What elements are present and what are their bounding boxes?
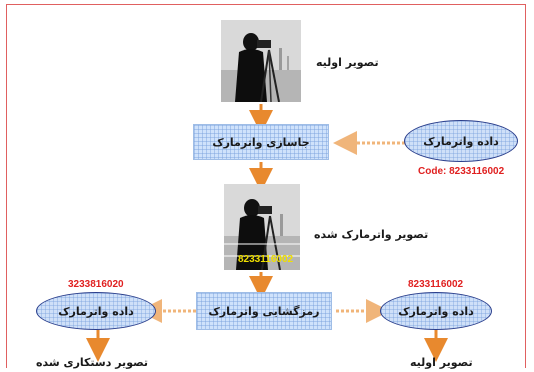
watermark-code-top: Code: 8233116002 [418, 166, 505, 177]
original-image-label-bottom: تصویر اولیه [410, 356, 473, 369]
watermark-data-ellipse-top: داده واترمارک [404, 120, 518, 162]
watermarked-image-label: تصویر واترمارک شده [314, 228, 429, 241]
watermarked-image [224, 184, 300, 270]
original-image-label: تصویر اولیه [316, 56, 379, 69]
watermarked-overlay-text: 8233116002 [238, 254, 294, 265]
tampered-image-label: تصویر دستکاری شده [36, 356, 149, 369]
watermark-code-right: 8233116002 [408, 279, 464, 290]
watermark-code-left: 3233816020 [68, 279, 124, 290]
decode-watermark-box: رمزگشایی واترمارک [196, 292, 332, 330]
original-image [221, 20, 301, 102]
diagram-border [6, 4, 526, 368]
embed-watermark-box: جاسازی واترمارک [193, 124, 329, 160]
watermark-data-ellipse-left: داده واترمارک [36, 292, 156, 330]
watermark-data-ellipse-right: داده واترمارک [380, 292, 492, 330]
